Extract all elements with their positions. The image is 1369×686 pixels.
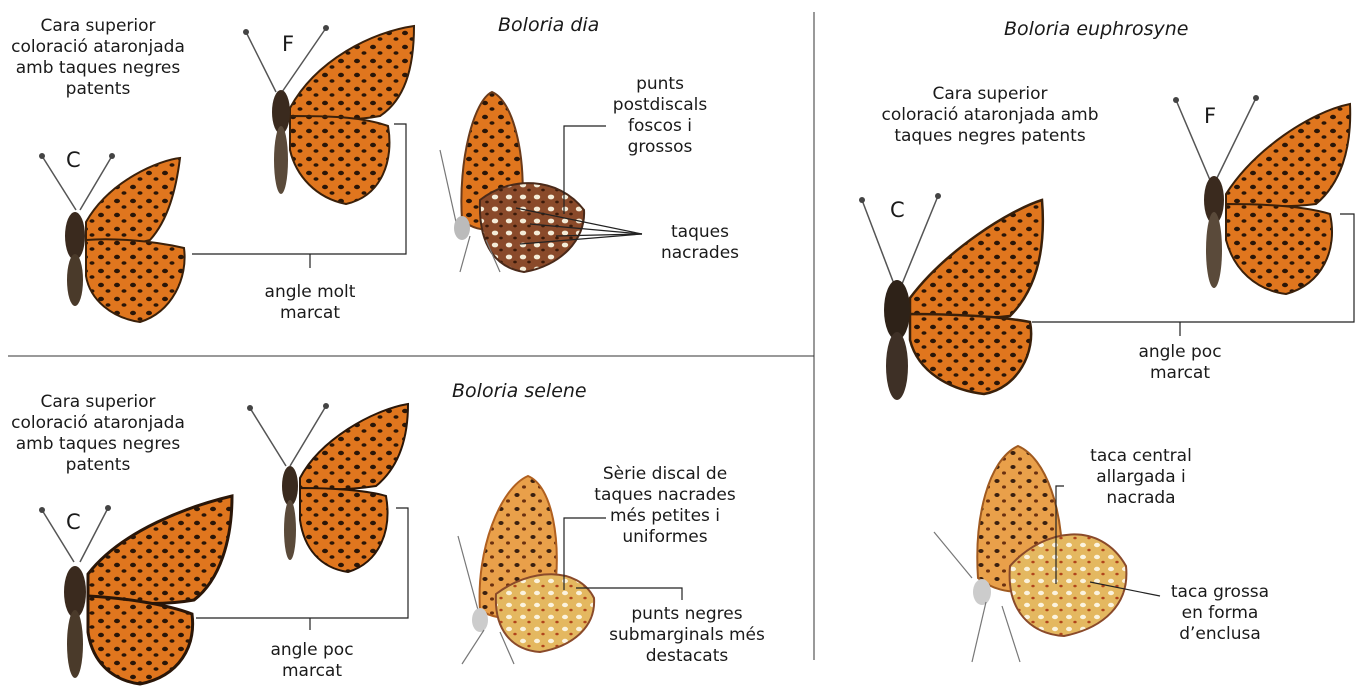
euphrosyne-angle-label: angle poc marcat — [1110, 342, 1250, 384]
selene-female-butterfly — [247, 403, 408, 572]
dia-female-butterfly — [243, 25, 414, 204]
euphrosyne-female-label: F — [1204, 104, 1217, 128]
dia-female-label: F — [282, 32, 295, 56]
dia-postdiscal-label: punts postdiscals foscos i grossos — [600, 74, 720, 158]
dia-nacre-label: taques nacrades — [640, 222, 760, 264]
dia-title: Boloria dia — [498, 14, 599, 36]
dia-underside-butterfly — [440, 92, 584, 272]
dia-angle-label: angle molt marcat — [240, 282, 380, 324]
euphrosyne-upper-description: Cara superior coloració ataronjada amb t… — [880, 84, 1100, 147]
dia-male-butterfly — [39, 153, 185, 322]
dia-male-label: C — [66, 148, 82, 172]
selene-male-label: C — [66, 510, 82, 534]
euphrosyne-anvil-label: taca grossa en forma d’enclusa — [1150, 582, 1290, 645]
dia-upper-description: Cara superior coloració ataronjada amb t… — [8, 16, 188, 100]
selene-upper-description: Cara superior coloració ataronjada amb t… — [8, 392, 188, 476]
euphrosyne-female-butterfly — [1173, 95, 1350, 294]
selene-title: Boloria selene — [452, 380, 587, 402]
selene-underside-butterfly — [458, 476, 594, 664]
euphrosyne-title: Boloria euphrosyne — [1004, 18, 1188, 40]
euphrosyne-male-butterfly — [859, 193, 1043, 400]
selene-angle-label: angle poc marcat — [242, 640, 382, 682]
selene-submarginal-label: punts negres submarginals més destacats — [602, 604, 772, 667]
selene-discal-label: Sèrie discal de taques nacrades més peti… — [590, 464, 740, 548]
euphrosyne-central-label: taca central allargada i nacrada — [1066, 446, 1216, 509]
euphrosyne-male-label: C — [890, 198, 906, 222]
